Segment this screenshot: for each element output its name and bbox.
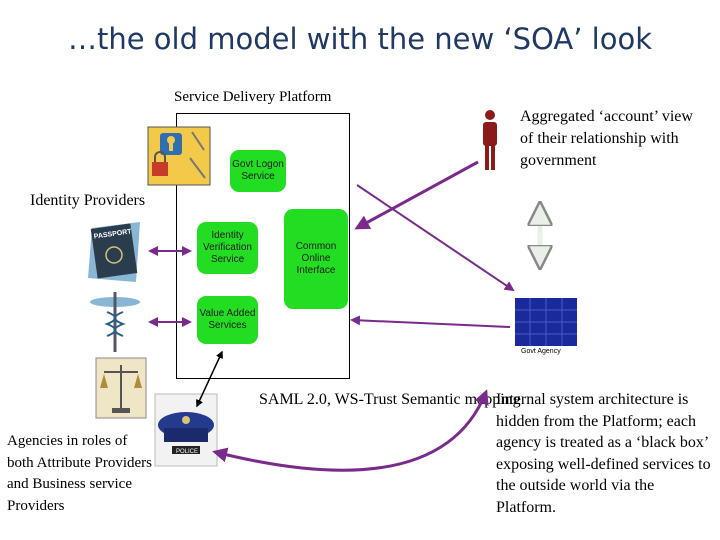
govt-logon-service: Govt Logon Service: [230, 150, 286, 192]
svg-text:POLICE: POLICE: [176, 449, 198, 455]
identity-providers-label: Identity Providers: [30, 192, 146, 209]
page-title: …the old model with the new ‘SOA’ look: [67, 22, 653, 56]
govt-agency-label: Govt Agency: [521, 348, 561, 355]
platform-label: Service Delivery Platform: [174, 89, 332, 105]
agency-to-platform-arrow: [350, 315, 511, 328]
police-arrow: [196, 350, 223, 408]
identity-verification-service: Identity Verification Service: [197, 222, 258, 274]
platform-to-agency-arrow: [356, 184, 515, 292]
police-cap-icon: POLICE: [154, 393, 218, 467]
person-to-platform-arrow: [354, 160, 479, 230]
common-online-interface: Common Online Interface: [284, 209, 348, 309]
govt-building-icon: [515, 298, 577, 346]
passport-icon: PASSPORT: [88, 222, 140, 282]
value-added-services: Value Added Services: [197, 296, 258, 344]
medical-caduceus-icon: [90, 292, 140, 352]
justice-scales-icon: [95, 357, 147, 419]
keys-lock-icon: [147, 126, 211, 186]
connector-arrows: [148, 160, 540, 472]
internal-architecture-text: Internal system architecture is hidden f…: [496, 391, 711, 516]
agencies-text: Agencies in roles of both Attribute Prov…: [7, 433, 152, 514]
agency-police-curve-arrow: [212, 389, 489, 472]
person-icon: [483, 110, 497, 170]
aggregated-view-text: Aggregated ‘account’ view of their relat…: [520, 108, 693, 169]
